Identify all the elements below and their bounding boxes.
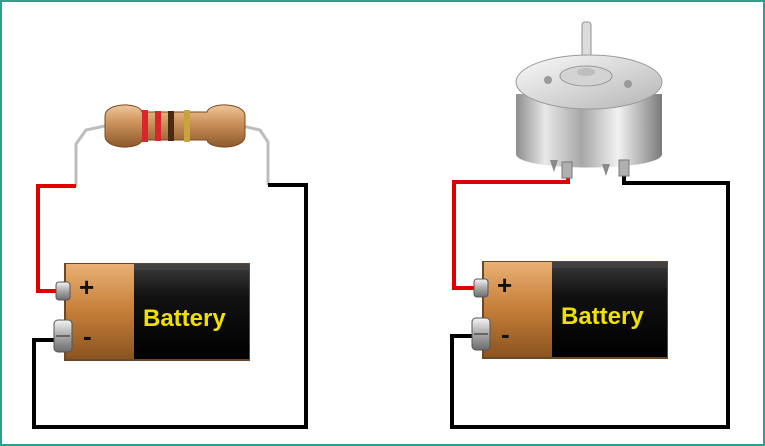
battery-positive-terminal [473, 278, 489, 298]
motor-terminal-left [561, 161, 573, 179]
battery-label: Battery [143, 305, 226, 332]
motor-terminal-right [618, 159, 630, 177]
wire-positive-right [452, 175, 570, 290]
motor-can [516, 94, 662, 168]
battery-left: + - Battery [53, 263, 250, 361]
resistor-band-3 [168, 111, 174, 141]
battery-positive-terminal [55, 281, 71, 301]
battery-black-body [134, 264, 249, 359]
battery-negative-sign: - [501, 319, 510, 349]
circuit-motor: + - Battery [450, 21, 730, 429]
resistor [104, 104, 246, 148]
battery-label: Battery [561, 303, 644, 330]
battery-black-body [552, 262, 667, 357]
resistor-lead-right [241, 124, 270, 185]
resistor-band-2 [155, 111, 161, 141]
resistor-band-4 [184, 110, 190, 142]
battery-negative-sign: - [83, 321, 92, 351]
wire-negative-right [450, 170, 730, 429]
resistor-band-1 [142, 110, 148, 142]
wire-positive-left [36, 184, 76, 293]
wire-negative-left [32, 183, 308, 429]
dc-motor [515, 21, 663, 179]
battery-positive-sign: + [79, 272, 94, 302]
resistor-lead-left [74, 124, 106, 187]
battery-copper-cap [66, 264, 136, 359]
battery-positive-sign: + [497, 270, 512, 300]
battery-right: + - Battery [471, 261, 668, 359]
circuit-resistor: + - Battery [32, 104, 308, 429]
battery-copper-cap [484, 262, 554, 357]
